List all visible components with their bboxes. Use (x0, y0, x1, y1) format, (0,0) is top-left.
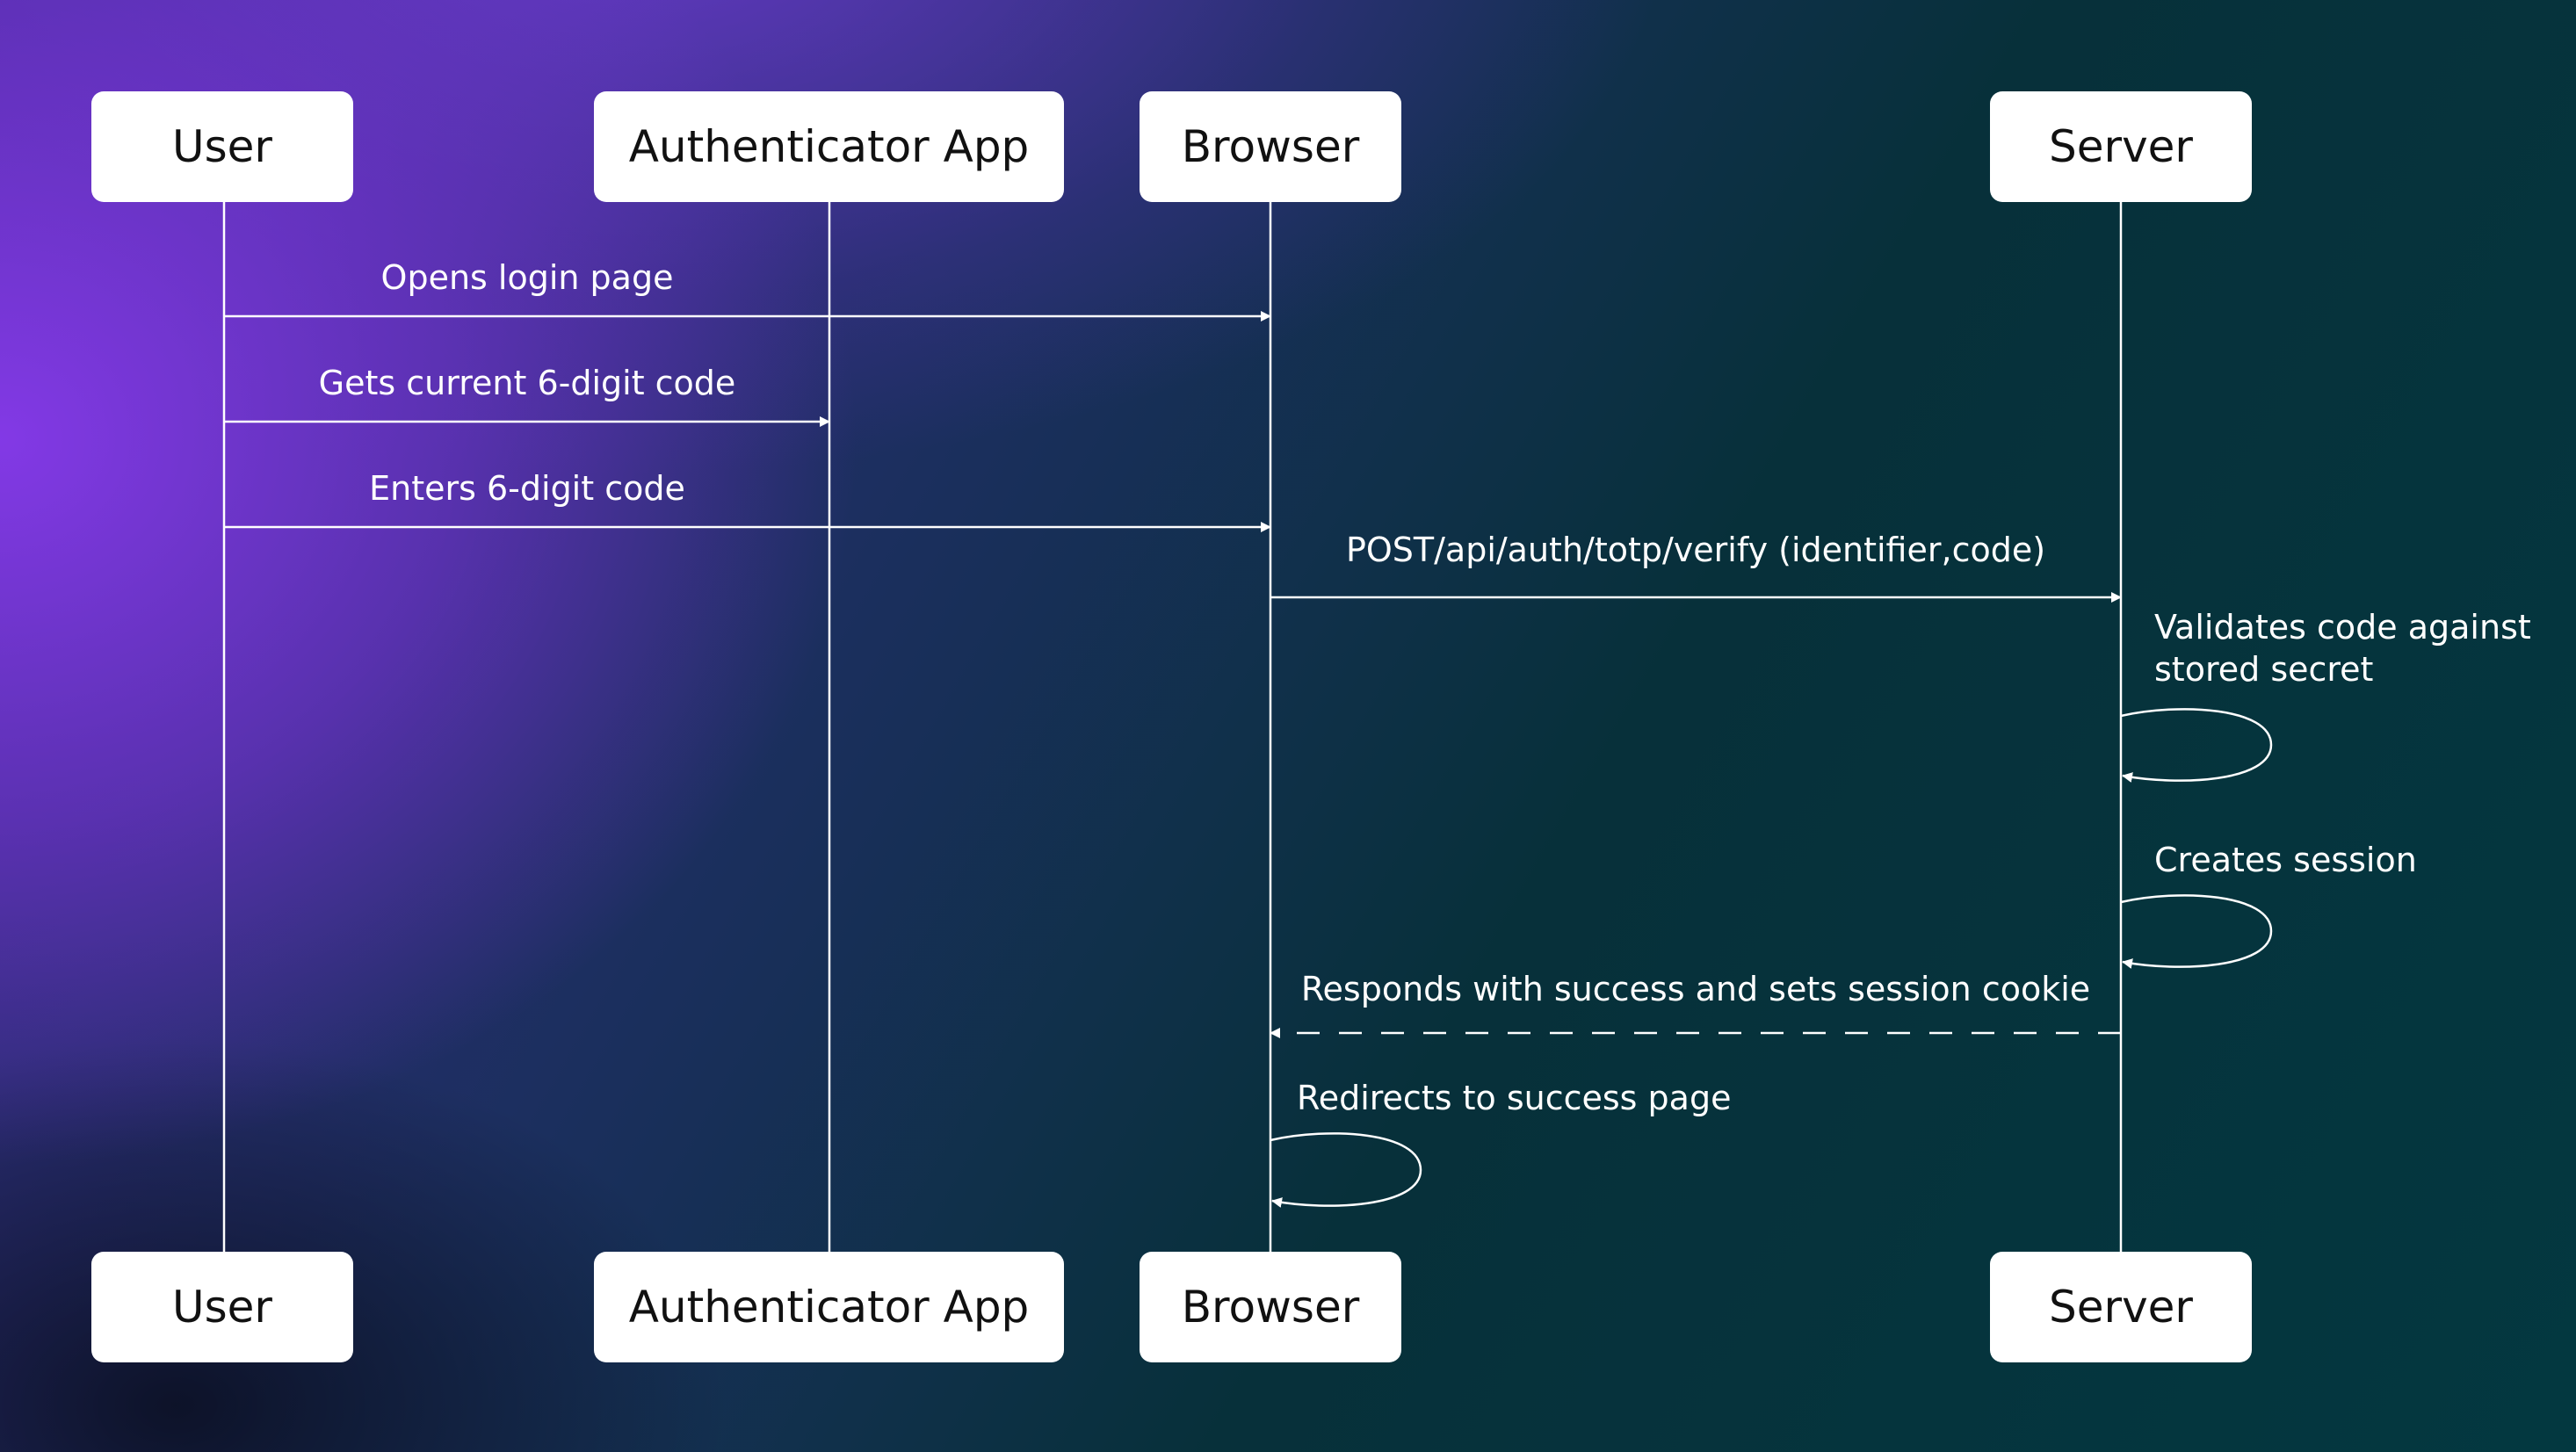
message-label-redirects: Redirects to success page (1297, 1079, 1732, 1117)
actor-user-top: User (91, 91, 353, 202)
actor-browser-top: Browser (1140, 91, 1401, 202)
message-label-post-verify: POST/api/auth/totp/verify (identifier,co… (1345, 531, 2046, 569)
message-label-creates-session: Creates session (2154, 841, 2417, 879)
actor-user-bottom: User (91, 1252, 353, 1362)
message-label-enters-code: Enters 6-digit code (369, 469, 685, 508)
message-label-opens-login-page: Opens login page (380, 258, 674, 297)
message-label-validates-line-1: Validates code against (2154, 608, 2531, 647)
self-loop-redirects (1270, 1132, 1422, 1208)
actor-label: Browser (1181, 1282, 1360, 1333)
actor-label: Authenticator App (628, 1282, 1030, 1333)
self-loop-creates-session (2120, 894, 2273, 969)
message-label-validates-line-2: stored secret (2154, 650, 2374, 689)
message-label-gets-code: Gets current 6-digit code (318, 364, 736, 402)
actor-server-top: Server (1990, 91, 2252, 202)
actor-authenticator-app-bottom: Authenticator App (594, 1252, 1064, 1362)
actor-label: Server (2049, 121, 2193, 172)
message-label-responds-success: Responds with success and sets session c… (1300, 970, 2091, 1008)
actor-label: Server (2049, 1282, 2193, 1333)
actor-label: Authenticator App (628, 121, 1030, 172)
actor-label: User (172, 1282, 272, 1333)
actor-authenticator-app-top: Authenticator App (594, 91, 1064, 202)
actor-server-bottom: Server (1990, 1252, 2252, 1362)
actor-label: Browser (1181, 121, 1360, 172)
self-loop-validates (2120, 708, 2273, 783)
actor-label: User (172, 121, 272, 172)
actor-browser-bottom: Browser (1140, 1252, 1401, 1362)
